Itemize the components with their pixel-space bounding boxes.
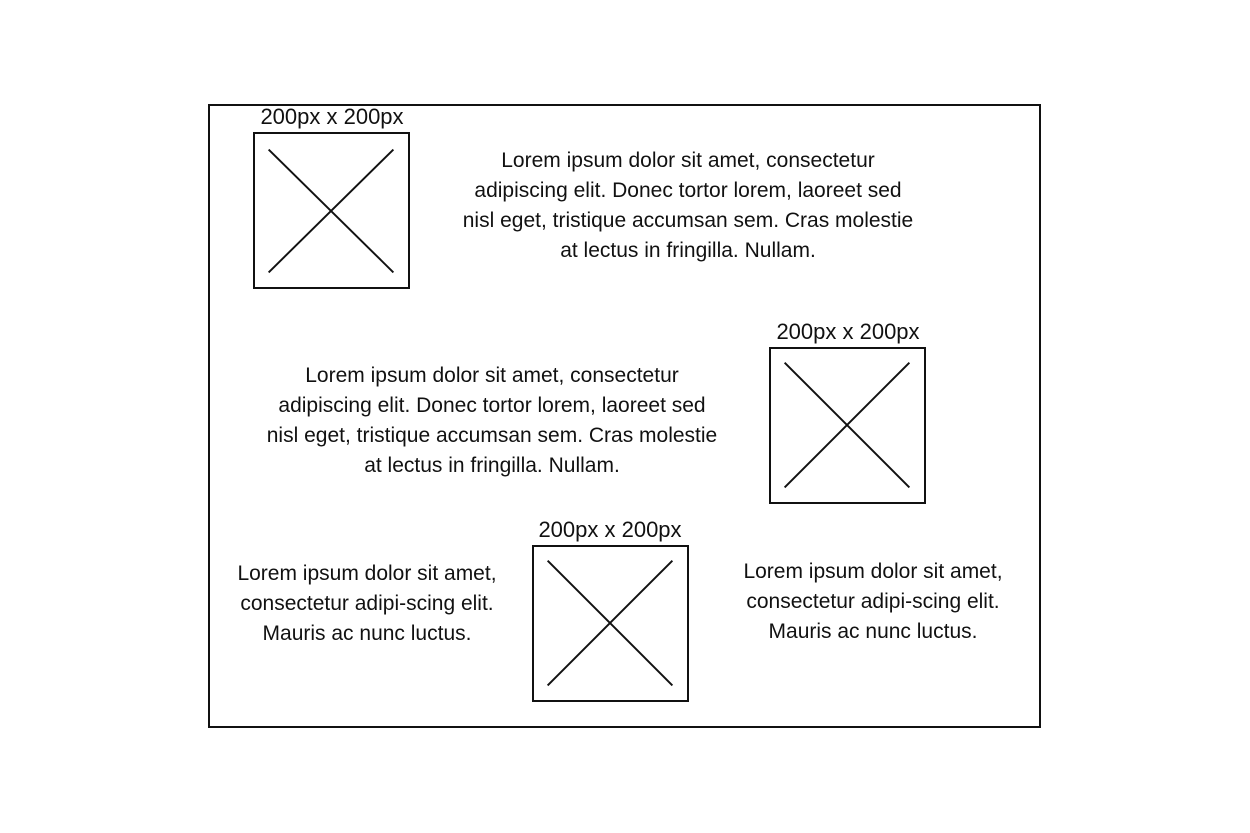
image-size-label: 200px x 200px: [776, 319, 920, 344]
paragraph-text-right: Lorem ipsum dolor sit amet, consectetur …: [743, 560, 1003, 643]
image-placeholder-cross-icon: [783, 361, 911, 489]
image-placeholder: [253, 132, 410, 289]
image-placeholder-cross-icon: [546, 559, 674, 687]
image-placeholder: [532, 545, 689, 702]
paragraph-text-left: Lorem ipsum dolor sit amet, consectetur …: [237, 562, 497, 645]
paragraph-text: Lorem ipsum dolor sit amet, consectetur …: [266, 364, 718, 477]
image-placeholder: [769, 347, 926, 504]
image-size-label: 200px x 200px: [538, 517, 682, 542]
layout-frame: [208, 104, 1041, 728]
image-size-label: 200px x 200px: [260, 104, 404, 129]
image-placeholder-cross-icon: [267, 148, 395, 274]
paragraph-text: Lorem ipsum dolor sit amet, consectetur …: [462, 149, 914, 262]
